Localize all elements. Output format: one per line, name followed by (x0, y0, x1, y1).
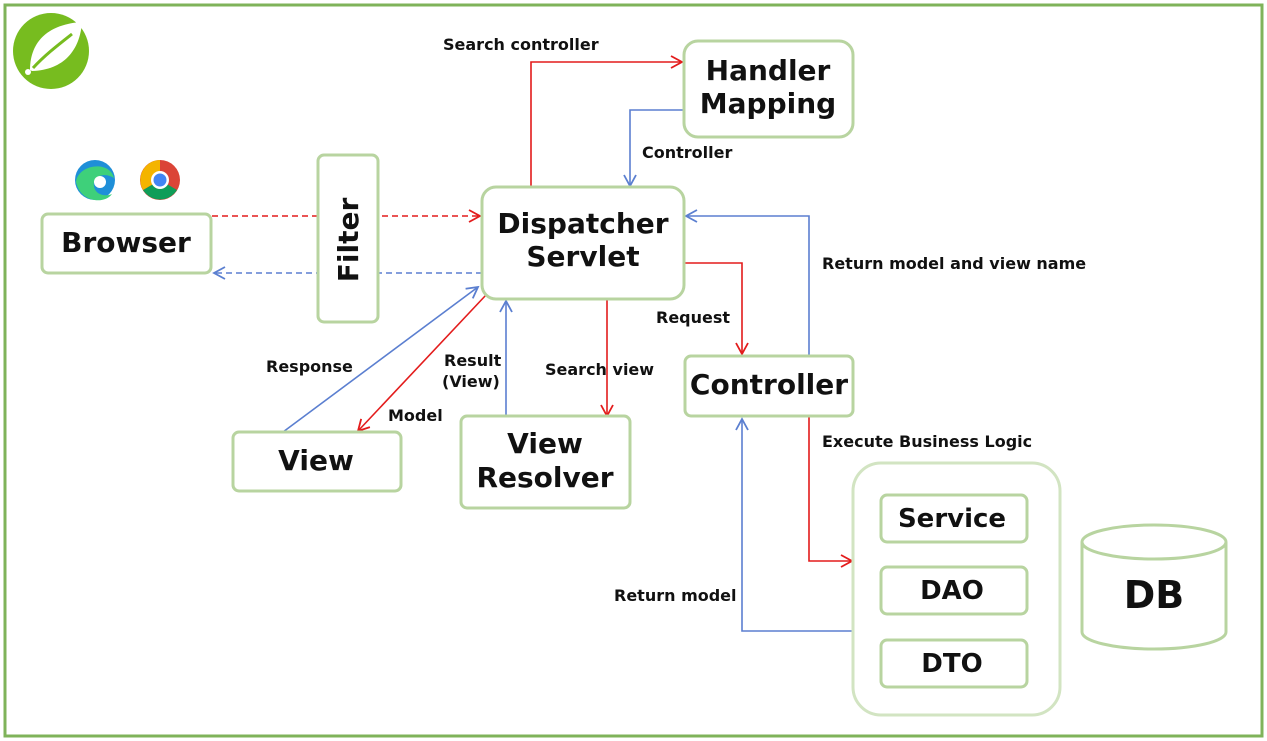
request-label: Request (656, 308, 730, 327)
service-label: Service (898, 504, 1006, 534)
dispatcher-label-line1: Dispatcher (497, 207, 668, 240)
browser-node (40, 212, 213, 275)
return-model-view-label: Return model and view name (822, 254, 1086, 273)
model-label: Model (388, 406, 443, 425)
controller-edge-label: Controller (642, 143, 732, 162)
db-node (1080, 523, 1228, 651)
result-label-line1: Result (444, 351, 502, 370)
dao-label: DAO (920, 576, 984, 606)
controller-label: Controller (690, 368, 848, 401)
return-model-view-arrow (684, 209, 810, 357)
filter-node (316, 153, 380, 324)
dispatcher-servlet-node (480, 185, 686, 301)
request-arrow (684, 262, 749, 356)
execute-business-label: Execute Business Logic (822, 432, 1032, 451)
spring-leaf-logo (13, 13, 89, 89)
view-label: View (278, 444, 354, 477)
search-controller-arrow (530, 55, 684, 188)
service-node (879, 493, 1029, 544)
model-arrow (356, 294, 487, 433)
handler-label-line2: Mapping (700, 87, 836, 120)
search-view-label: Search view (545, 360, 654, 379)
dispatcher-label-line2: Servlet (526, 240, 639, 273)
execute-business-arrow (808, 417, 854, 568)
search-controller-label: Search controller (443, 35, 599, 54)
response-label: Response (266, 357, 353, 376)
view-resolver-node (459, 414, 632, 510)
dto-label: DTO (921, 649, 982, 679)
return-model-label: Return model (614, 586, 737, 605)
handler-label-line1: Handler (706, 54, 831, 87)
browser-label: Browser (61, 226, 191, 259)
view-node (231, 430, 403, 493)
return-model-arrow (735, 417, 853, 632)
dto-node (879, 638, 1029, 689)
controller-return-arrow (623, 109, 684, 188)
view-resolver-label-line1: View (507, 427, 583, 460)
view-resolver-label-line2: Resolver (476, 461, 613, 494)
edge-browser-icon (75, 160, 115, 201)
dao-node (879, 565, 1029, 616)
response-arrow (282, 285, 480, 433)
result-label-line2: (View) (442, 372, 500, 391)
chrome-browser-icon (140, 160, 180, 200)
db-label: DB (1124, 573, 1185, 617)
filter-label: Filter (332, 198, 365, 283)
handler-mapping-node (682, 39, 855, 139)
controller-node (683, 354, 855, 418)
diagram-frame (3, 3, 1264, 738)
